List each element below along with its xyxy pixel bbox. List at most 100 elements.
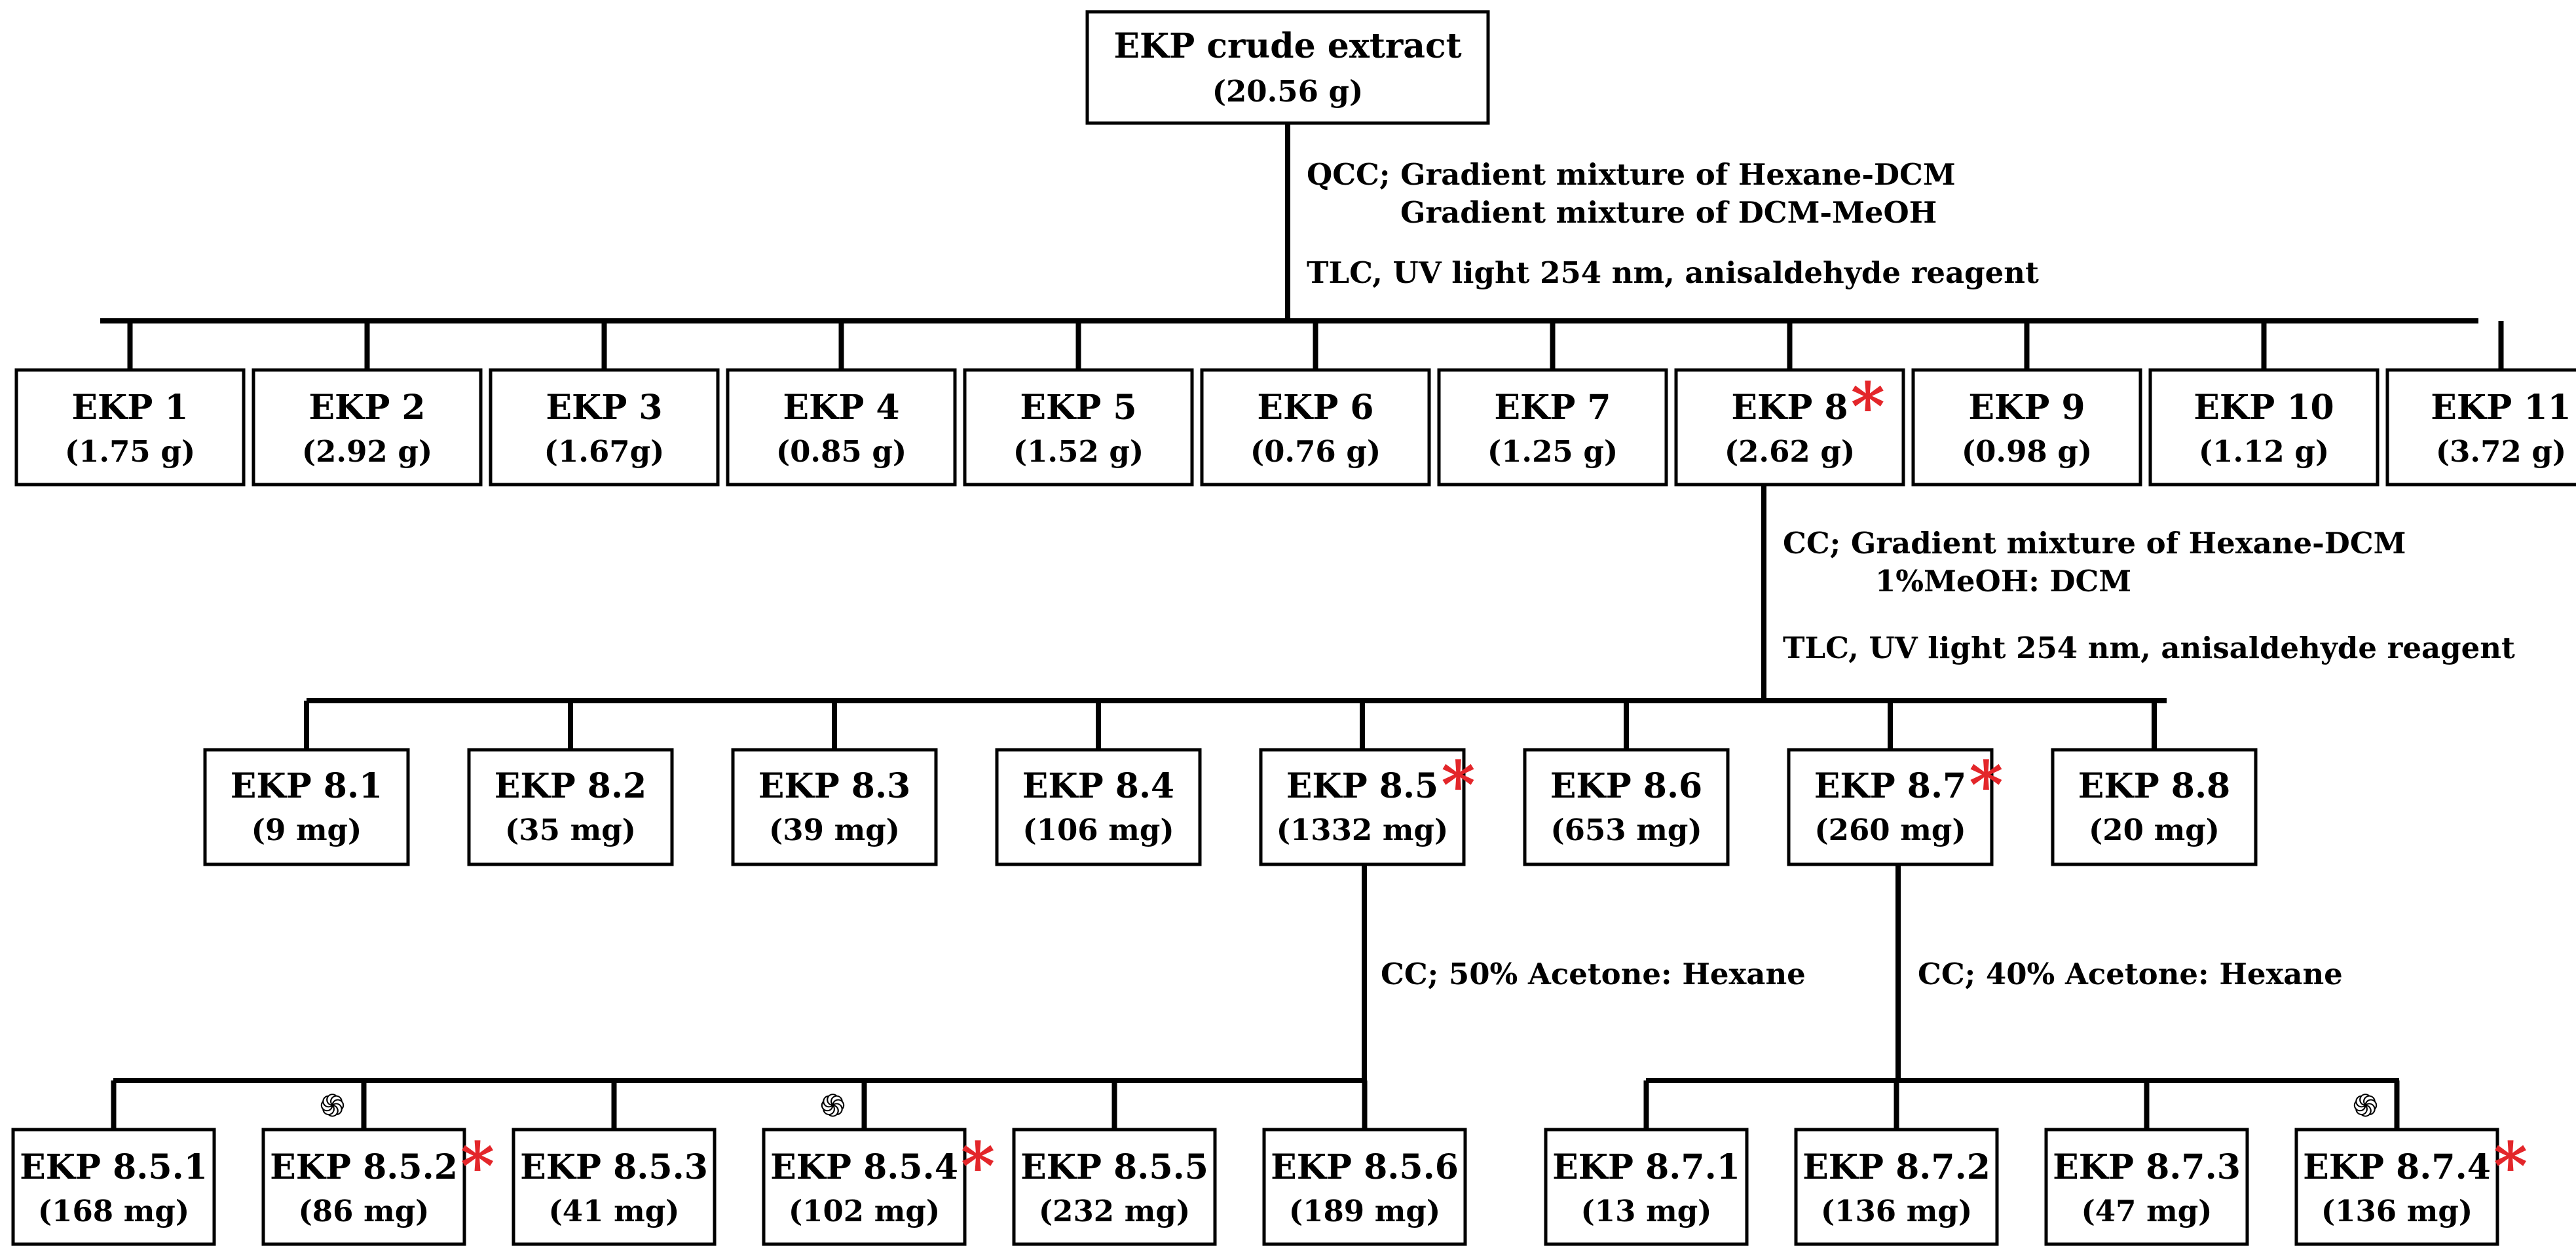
- node-ekp-8-5-6: EKP 8.5.6 (189 mg): [1262, 1128, 1467, 1246]
- node-ekp-8-5-4: EKP 8.5.4(102 mg)*֍: [762, 1088, 995, 1246]
- node-box: [1544, 1128, 1749, 1246]
- node-box: [963, 368, 1194, 487]
- node-mass: (102 mg): [789, 1194, 940, 1228]
- node-mass: (1.25 g): [1487, 434, 1618, 469]
- node-ekp-8-7-4: EKP 8.7.4(136 mg)*֍: [2294, 1088, 2528, 1246]
- step2-detection: TLC, UV light 254 nm, anisaldehyde reage…: [1783, 631, 2515, 665]
- node-box: [731, 748, 938, 866]
- node-name: EKP 8.7: [1814, 766, 1967, 806]
- node-ekp-8-7: EKP 8.7 (260 mg)*: [1787, 747, 2004, 866]
- node-mass: (136 mg): [2321, 1194, 2473, 1228]
- node-ekp-8-8: EKP 8.8(20 mg): [2051, 748, 2258, 866]
- node-box: [14, 368, 246, 487]
- node-box: [762, 1128, 967, 1246]
- step2-method: CC; Gradient mixture of Hexane-DCM: [1783, 526, 2406, 561]
- step2-annotation: CC; Gradient mixture of Hexane-DCM 1%MeO…: [1783, 526, 2515, 665]
- node-box: [1012, 1128, 1217, 1246]
- node-ekp-6: EKP 6(0.76 g): [1200, 368, 1431, 487]
- node-ekp-8-7-3: EKP 8.7.3(47 mg): [2044, 1128, 2249, 1246]
- node-mass: (47 mg): [2081, 1194, 2212, 1228]
- node-ekp-8-3: EKP 8.3 (39 mg): [731, 748, 938, 866]
- node-mass: (1.52 g): [1013, 434, 1144, 469]
- node-root-mass: (20.56 g): [1212, 74, 1364, 109]
- node-mass: (9 mg): [252, 813, 362, 847]
- node-box: [11, 1128, 216, 1246]
- node-mass: (1.67g): [544, 434, 665, 469]
- node-name: EKP 8.5.6: [1271, 1147, 1459, 1187]
- node-name: EKP 8.5.3: [520, 1147, 708, 1187]
- node-name: EKP 5: [1020, 388, 1136, 428]
- node-box: [726, 368, 957, 487]
- node-name: EKP 8.3: [758, 766, 911, 806]
- node-mass: (13 mg): [1581, 1194, 1712, 1228]
- node-ekp-8-5-2: EKP 8.5.2(86 mg)*֍: [261, 1088, 495, 1246]
- node-box: [203, 748, 410, 866]
- node-box: [2385, 368, 2576, 487]
- node-box: [1259, 748, 1466, 866]
- node-name: EKP 3: [546, 388, 662, 428]
- node-mass: (0.98 g): [1962, 434, 2092, 469]
- node-box: [512, 1128, 717, 1246]
- node-mass: (232 mg): [1039, 1194, 1190, 1228]
- node-mass: (39 mg): [769, 813, 900, 847]
- node-name: EKP 7: [1494, 388, 1611, 428]
- active-star-icon: *: [1851, 368, 1885, 445]
- step3a-annotation: CC; 50% Acetone: Hexane: [1381, 957, 1806, 991]
- node-box: [2294, 1128, 2499, 1246]
- node-ekp-8-5: EKP 8.5 (1332 mg)*: [1259, 747, 1476, 866]
- node-ekp-8-5-1: EKP 8.5.1(168 mg): [11, 1128, 216, 1246]
- spiral-icon: ֍: [2353, 1088, 2378, 1124]
- node-ekp-8-5-3: EKP 8.5.3(41 mg): [512, 1128, 717, 1246]
- node-box: [252, 368, 483, 487]
- active-star-icon: *: [1969, 747, 2003, 824]
- node-box: [1262, 1128, 1467, 1246]
- step1-detection: TLC, UV light 254 nm, anisaldehyde reage…: [1307, 255, 2039, 290]
- node-ekp-9: EKP 9(0.98 g): [1911, 368, 2142, 487]
- active-star-icon: *: [1441, 747, 1475, 824]
- active-star-icon: *: [460, 1128, 495, 1205]
- node-root: EKP crude extract (20.56 g): [1085, 10, 1490, 125]
- step1-annotation: QCC; Gradient mixture of Hexane-DCM Grad…: [1307, 157, 2039, 290]
- node-mass: (260 mg): [1814, 813, 1966, 847]
- spiral-icon: ֍: [820, 1088, 846, 1124]
- node-ekp-8-1: EKP 8.1(9 mg): [203, 748, 410, 866]
- node-box: [995, 748, 1202, 866]
- step3b-method: CC; 40% Acetone: Hexane: [1918, 957, 2343, 991]
- node-ekp-1: EKP 1(1.75 g): [14, 368, 246, 487]
- node-mass: (35 mg): [505, 813, 636, 847]
- node-name: EKP 8: [1731, 388, 1848, 428]
- node-root-name: EKP crude extract: [1113, 26, 1461, 66]
- node-mass: (1332 mg): [1277, 813, 1449, 847]
- node-box: [2051, 748, 2258, 866]
- active-star-icon: *: [961, 1128, 995, 1205]
- node-name: EKP 8.6: [1550, 766, 1703, 806]
- node-mass: (1.12 g): [2199, 434, 2329, 469]
- node-name: EKP 8.7.1: [1552, 1147, 1740, 1187]
- step1-method2: Gradient mixture of DCM-MeOH: [1400, 195, 1937, 230]
- node-box: [2148, 368, 2380, 487]
- node-box: [261, 1128, 466, 1246]
- node-name: EKP 8.8: [2078, 766, 2231, 806]
- node-ekp-8-7-1: EKP 8.7.1 (13 mg): [1544, 1128, 1749, 1246]
- node-box: [489, 368, 720, 487]
- fraction-nodes: EKP 1(1.75 g)EKP 2(2.92 g)EKP 3(1.67g)EK…: [11, 368, 2576, 1246]
- spiral-icon: ֍: [320, 1088, 345, 1124]
- node-mass: (2.92 g): [302, 434, 432, 469]
- node-box: [1523, 748, 1730, 866]
- node-ekp-7: EKP 7 (1.25 g): [1437, 368, 1668, 487]
- node-name: EKP 8.5: [1286, 766, 1439, 806]
- node-box: [2044, 1128, 2249, 1246]
- node-ekp-3: EKP 3 (1.67g): [489, 368, 720, 487]
- node-ekp-8-7-2: EKP 8.7.2(136 mg): [1794, 1128, 1999, 1246]
- node-mass: (189 mg): [1289, 1194, 1440, 1228]
- node-box: [467, 748, 674, 866]
- node-ekp-8-4: EKP 8.4(106 mg): [995, 748, 1202, 866]
- node-ekp-8: EKP 8(2.62 g)*: [1674, 368, 1905, 487]
- step3a-method: CC; 50% Acetone: Hexane: [1381, 957, 1806, 991]
- node-name: EKP 8.7.2: [1802, 1147, 1990, 1187]
- connector-lines: [100, 124, 2478, 1083]
- node-ekp-2: EKP 2(2.92 g): [252, 368, 483, 487]
- node-ekp-8-6: EKP 8.6(653 mg): [1523, 748, 1730, 866]
- node-mass: (1.75 g): [65, 434, 195, 469]
